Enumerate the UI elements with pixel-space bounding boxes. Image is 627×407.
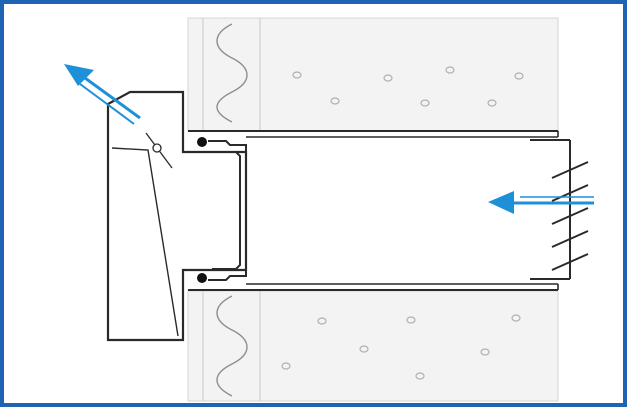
lower-wall [187, 290, 559, 402]
hood-flap [111, 147, 179, 337]
lower-aggregate [281, 314, 521, 380]
exhaust-arrow-icon [64, 64, 141, 125]
connector-tube [208, 140, 247, 281]
inner-grille [530, 139, 589, 280]
lower-insulation-wave [216, 295, 248, 397]
bottom-seal-ring [197, 273, 207, 283]
top-seal-ring [197, 137, 207, 147]
upper-insulation-wave [216, 23, 248, 123]
duct-pipe [188, 130, 559, 291]
intake-arrow-icon [488, 191, 594, 214]
upper-aggregate [292, 66, 524, 107]
damper-pivot [145, 132, 173, 169]
upper-wall [187, 17, 559, 132]
